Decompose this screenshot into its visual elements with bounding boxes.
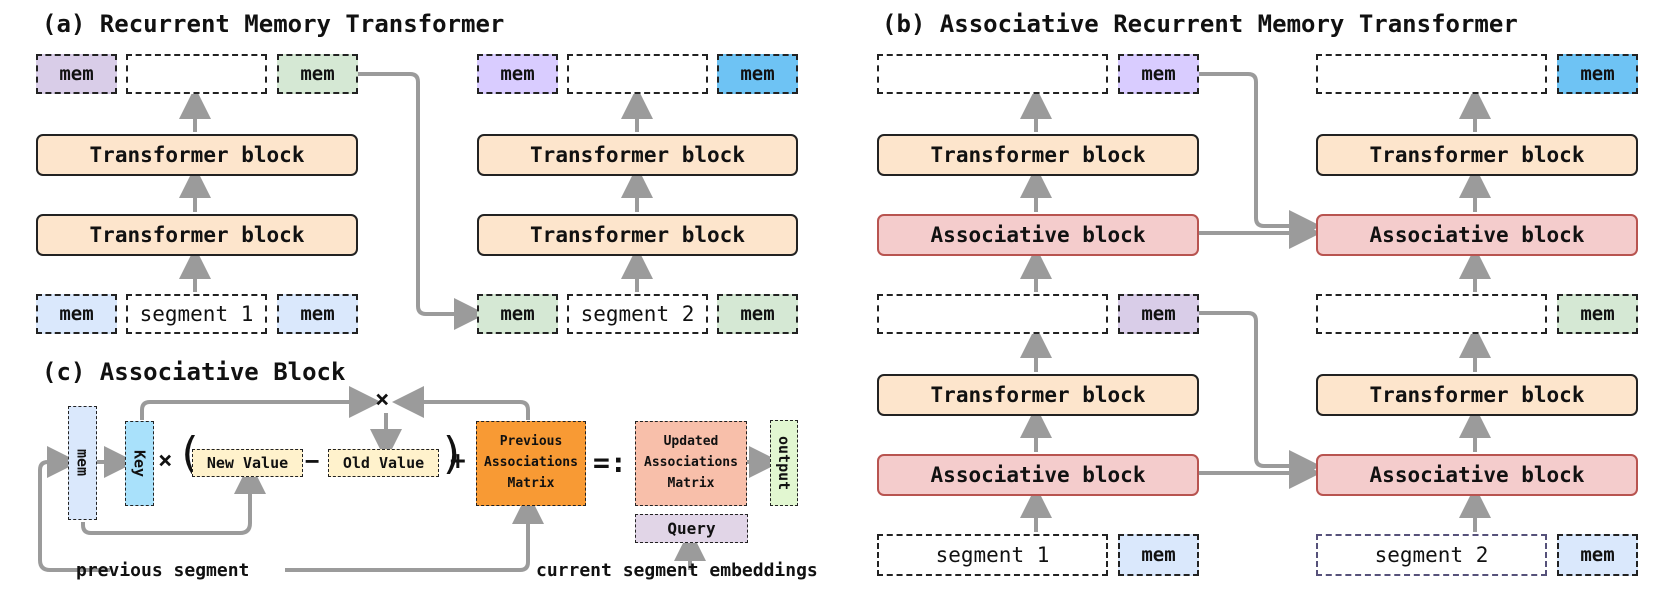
assoc-previous-matrix: Previous Associations Matrix xyxy=(476,421,586,506)
arrow-c-mem-new xyxy=(81,462,266,535)
rmt-segment-1: segment 1 xyxy=(126,294,267,334)
armt-seg1-out-tokens-top xyxy=(877,54,1108,94)
armt-seg1-associative-block-bottom: Associative block xyxy=(877,454,1199,496)
armt-seg2-transformer-block-bottom: Transformer block xyxy=(1316,374,1638,416)
armt-seg2-associative-block-top: Associative block xyxy=(1316,214,1638,256)
assoc-close-paren: ) xyxy=(439,428,466,479)
assoc-plus: + xyxy=(450,446,466,476)
rmt-seg2-transformer-block-bottom: Transformer block xyxy=(477,214,798,256)
rmt-seg1-out-mem-left: mem xyxy=(36,54,117,94)
armt-seg2-out-mem-top: mem xyxy=(1557,54,1638,94)
rmt-seg1-out-mem-right: mem xyxy=(277,54,358,94)
assoc-previous-segment-label: previous segment xyxy=(76,560,250,581)
assoc-query: Query xyxy=(635,514,748,543)
armt-seg1-out-mem-top: mem xyxy=(1118,54,1199,94)
armt-seg2-associative-block-bottom: Associative block xyxy=(1316,454,1638,496)
rmt-seg1-transformer-block-top: Transformer block xyxy=(36,134,358,176)
title-armt: (b) Associative Recurrent Memory Transfo… xyxy=(882,10,1518,38)
assoc-times-top: × xyxy=(375,385,390,413)
assoc-new-value: New Value xyxy=(192,449,303,477)
arrow-a-mem-recurrence xyxy=(357,72,486,330)
armt-segment-1: segment 1 xyxy=(877,534,1108,576)
rmt-seg2-in-mem-left: mem xyxy=(477,294,558,334)
rmt-seg2-in-mem-right: mem xyxy=(717,294,798,334)
assoc-times-key: × xyxy=(158,446,173,474)
armt-seg2-mid-mem: mem xyxy=(1557,294,1638,334)
assoc-assign: =: xyxy=(593,446,627,479)
rmt-seg2-transformer-block-top: Transformer block xyxy=(477,134,798,176)
rmt-segment-2: segment 2 xyxy=(567,294,708,334)
assoc-output: output xyxy=(770,420,798,506)
assoc-minus: − xyxy=(305,447,320,475)
armt-seg2-in-mem: mem xyxy=(1557,534,1638,576)
armt-seg1-mid-tokens xyxy=(877,294,1108,334)
armt-seg2-transformer-block-top: Transformer block xyxy=(1316,134,1638,176)
assoc-mem: mem xyxy=(68,406,97,520)
arrow-b-mem-low xyxy=(1199,311,1321,482)
assoc-updated-matrix: Updated Associations Matrix xyxy=(635,421,747,506)
title-assoc-block: (c) Associative Block xyxy=(42,358,346,386)
arrow-c-prev-seg-matrix xyxy=(285,492,544,572)
title-rmt: (a) Recurrent Memory Transformer xyxy=(42,10,505,38)
assoc-old-value: Old Value xyxy=(328,449,439,477)
armt-seg2-out-tokens-top xyxy=(1316,54,1547,94)
rmt-seg1-in-mem-right: mem xyxy=(277,294,358,334)
armt-seg1-mid-mem: mem xyxy=(1118,294,1199,334)
armt-seg1-associative-block-top: Associative block xyxy=(877,214,1199,256)
arrow-c-prev-seg-mem xyxy=(38,446,110,572)
rmt-seg1-out-tokens xyxy=(126,54,267,94)
assoc-current-segment-label: current segment embeddings xyxy=(536,560,818,581)
rmt-seg1-in-mem-left: mem xyxy=(36,294,117,334)
rmt-seg2-out-tokens xyxy=(567,54,708,94)
armt-segment-2: segment 2 xyxy=(1316,534,1547,576)
assoc-key: Key xyxy=(125,421,154,506)
armt-seg1-in-mem: mem xyxy=(1118,534,1199,576)
rmt-seg2-out-mem-left: mem xyxy=(477,54,558,94)
arrow-c-matrix-times xyxy=(392,386,530,420)
rmt-seg2-out-mem-right: mem xyxy=(717,54,798,94)
arrow-c-key-times xyxy=(140,386,381,420)
arrow-b-mem-high xyxy=(1199,72,1321,242)
armt-seg2-mid-tokens xyxy=(1316,294,1547,334)
armt-seg1-transformer-block-top: Transformer block xyxy=(877,134,1199,176)
rmt-seg1-transformer-block-bottom: Transformer block xyxy=(36,214,358,256)
armt-seg1-transformer-block-bottom: Transformer block xyxy=(877,374,1199,416)
